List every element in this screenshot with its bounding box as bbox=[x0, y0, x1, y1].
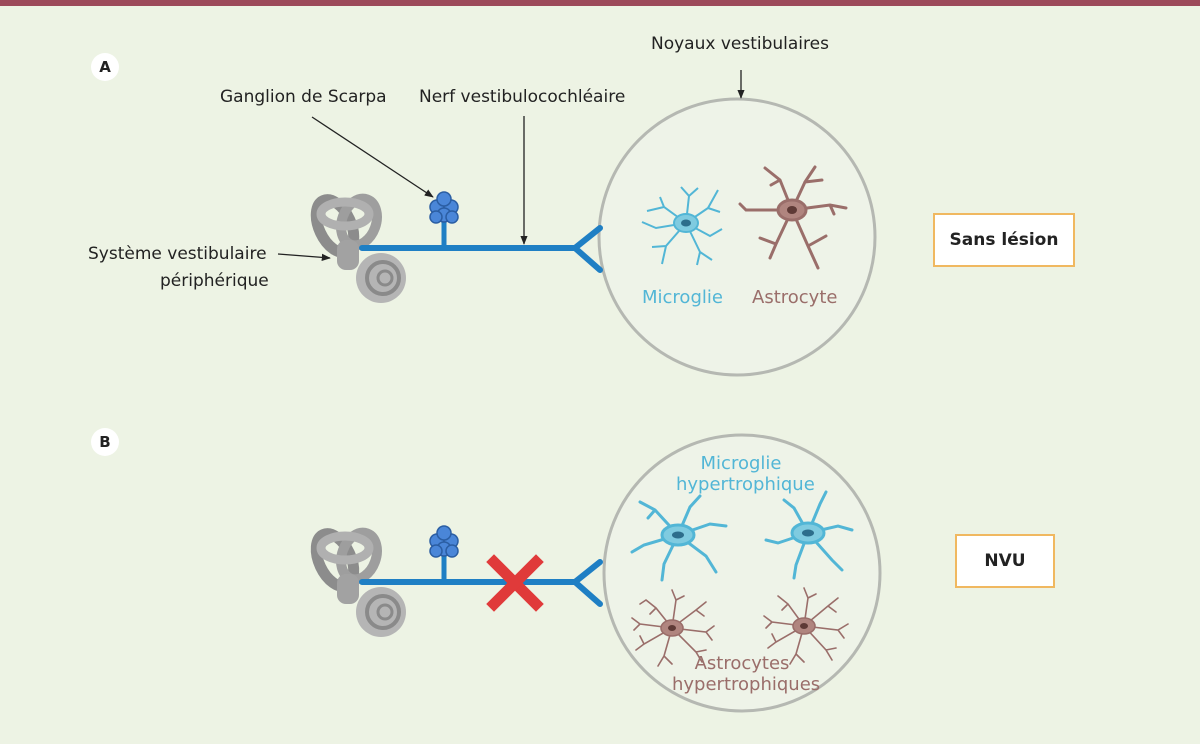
hypertrophic-astrocyte-cell-1 bbox=[631, 589, 715, 667]
label-nerf-vestibulocochleaire: Nerf vestibulocochléaire bbox=[419, 87, 626, 107]
label-astrocytes-hyper-line2: hypertrophiques bbox=[672, 673, 821, 695]
astrocyte-cell-a bbox=[738, 165, 848, 270]
nerve-b bbox=[359, 559, 603, 607]
microglia-cell-a bbox=[641, 186, 723, 266]
status-tag-sans-lesion: Sans lésion bbox=[933, 213, 1075, 267]
ganglion-icon-b bbox=[429, 525, 459, 558]
label-microglie-hypertrophique: Microglie hypertrophique bbox=[676, 453, 815, 495]
nerve-a bbox=[359, 225, 603, 273]
label-astrocytes-hypertrophiques: Astrocytes hypertrophiques bbox=[672, 653, 821, 695]
arrow-systeme bbox=[277, 253, 331, 262]
panel-a bbox=[277, 70, 877, 377]
hypertrophic-microglia-cell-2 bbox=[764, 490, 854, 580]
label-peripherique: périphérique bbox=[160, 271, 269, 291]
label-microglie-hyper-line2: hypertrophique bbox=[676, 473, 815, 495]
top-bar bbox=[0, 0, 1200, 6]
arrow-ganglion bbox=[311, 116, 434, 198]
vestibular-system-icon bbox=[310, 193, 406, 303]
label-noyaux-vestibulaires: Noyaux vestibulaires bbox=[651, 34, 829, 54]
noyaux-circle-b bbox=[602, 433, 882, 713]
vestibular-system-icon-b bbox=[310, 527, 406, 637]
label-systeme-vestibulaire: Système vestibulaire bbox=[88, 244, 267, 264]
hypertrophic-microglia-cell-1 bbox=[630, 494, 728, 582]
label-astrocytes-hyper-line1: Astrocytes bbox=[694, 653, 790, 674]
lesion-cross-icon bbox=[486, 554, 544, 612]
noyaux-circle-a bbox=[597, 97, 877, 377]
panel-b bbox=[310, 433, 882, 713]
ganglion-icon-a bbox=[429, 191, 459, 224]
label-ganglion-scarpa: Ganglion de Scarpa bbox=[220, 87, 387, 107]
status-tag-nvu: NVU bbox=[955, 534, 1055, 588]
label-microglie: Microglie bbox=[642, 287, 723, 308]
label-astrocyte: Astrocyte bbox=[752, 287, 838, 308]
panel-a-letter: A bbox=[91, 53, 119, 81]
label-microglie-hyper-line1: Microglie bbox=[700, 453, 782, 474]
hypertrophic-astrocyte-cell-2 bbox=[763, 587, 849, 665]
panel-b-letter: B bbox=[91, 428, 119, 456]
